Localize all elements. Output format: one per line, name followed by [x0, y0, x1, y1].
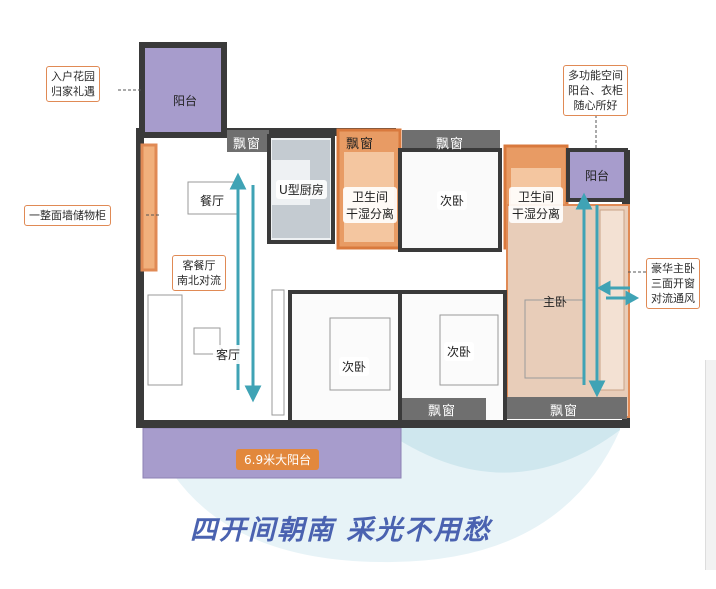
bay-window-5 — [507, 397, 627, 419]
master-airflow-arrows — [575, 192, 640, 398]
bedroom-south-b-label: 次卧 — [444, 342, 475, 361]
storage-cabinet — [140, 143, 158, 272]
outer-wall-left — [136, 128, 144, 428]
bay-window-3-label: 飘窗 — [436, 137, 465, 152]
kitchen-counter — [272, 140, 330, 238]
balcony-top-right-label: 阳台 — [585, 169, 610, 183]
multi-space-note: 多功能空间 阳台、衣柜 随心所好 — [563, 65, 628, 116]
bath2-label-line2: 干湿分离 — [512, 207, 561, 221]
balcony-ground-shape-2 — [370, 420, 620, 473]
bath1-label-line2: 干湿分离 — [346, 207, 395, 221]
master-feature-note: 豪华主卧 三面开窗 对流通风 — [646, 258, 700, 309]
storage-wall-text: 一整面墙储物柜 — [29, 209, 106, 222]
slogan: 四开间朝南 采光不用愁 — [190, 515, 492, 546]
master-feature-line3: 对流通风 — [651, 292, 695, 305]
bath2-label-line1: 卫生间 — [518, 190, 555, 204]
bay-window-5-label: 飘窗 — [550, 404, 579, 419]
kitchen-label: U型厨房 — [276, 180, 327, 199]
master-label: 主卧 — [543, 295, 568, 309]
big-balcony-label: 6.9米大阳台 — [236, 449, 320, 470]
master-feature-line1: 豪华主卧 — [651, 262, 695, 275]
storage-wall-note: 一整面墙储物柜 — [24, 205, 111, 226]
airflow-line1: 客餐厅 — [182, 259, 216, 272]
bay-window-1-label: 飘窗 — [233, 137, 262, 152]
edge-scroll-bar[interactable] — [705, 360, 716, 570]
entry-garden-line1: 入户花园 — [51, 70, 95, 83]
airflow-note: 客餐厅 南北对流 — [172, 255, 226, 291]
bed-a — [329, 317, 391, 391]
master-feature-line2: 三面开窗 — [651, 277, 695, 290]
bay-window-4 — [402, 398, 486, 420]
entry-garden-line2: 归家礼遇 — [51, 85, 95, 98]
balcony-top-right — [566, 148, 628, 202]
bath2-label: 卫生间 干湿分离 — [509, 187, 564, 223]
airflow-arrows — [229, 172, 262, 403]
bay-window-4-label: 飘窗 — [428, 404, 457, 419]
bay-window-3 — [402, 130, 500, 152]
dining-label: 餐厅 — [197, 191, 228, 210]
bay-window-1 — [227, 130, 269, 152]
bay-window-2-label: 飘窗 — [346, 137, 375, 152]
balcony-top-left-label: 阳台 — [173, 94, 198, 108]
sofa — [147, 294, 183, 386]
bedroom-north-label: 次卧 — [437, 191, 468, 210]
multi-space-line2: 阳台、衣柜 — [568, 84, 623, 97]
multi-space-line3: 随心所好 — [573, 99, 618, 112]
airflow-line2: 南北对流 — [177, 274, 221, 287]
coffee-table — [193, 327, 221, 355]
leader-lines — [118, 89, 650, 273]
tv-wall — [271, 289, 285, 416]
bath1-label-line1: 卫生间 — [352, 190, 389, 204]
living-label: 客厅 — [213, 345, 244, 364]
balcony-top-left — [139, 42, 227, 138]
master-wardrobe — [599, 209, 625, 391]
entry-garden-note: 入户花园 归家礼遇 — [46, 66, 100, 102]
bed-b — [439, 314, 499, 386]
bedroom-south-a-label: 次卧 — [339, 357, 370, 376]
multi-space-line1: 多功能空间 — [568, 69, 623, 82]
bath1-label: 卫生间 干湿分离 — [343, 187, 398, 223]
